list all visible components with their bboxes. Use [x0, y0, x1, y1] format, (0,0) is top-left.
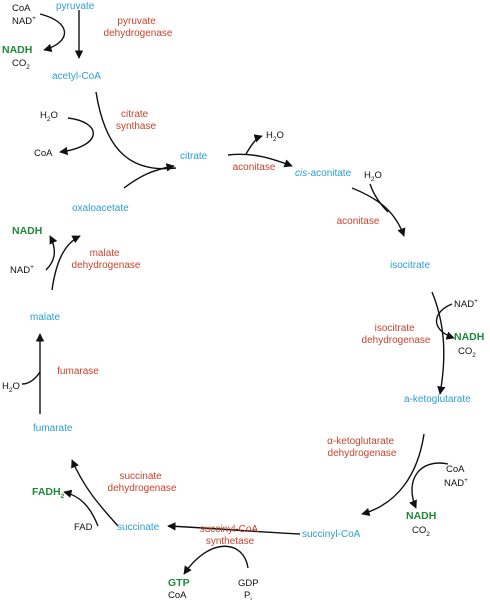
- cofactor-nad-akgdh: NAD+: [444, 477, 468, 489]
- metabolite-citrate: citrate: [180, 151, 208, 162]
- cofactor-gdp: GDP: [238, 578, 259, 589]
- arrow-succinyl-coa-synthetase-cofactors: [183, 545, 249, 575]
- arrow-malate-dh-cofactors: [45, 235, 58, 271]
- enzyme-a-ketoglutarate-dehydrogenase: α-ketoglutarate dehydrogenase: [327, 436, 397, 459]
- cofactor-h2o-aconitase-2: H2O: [364, 170, 382, 183]
- arrow-aconitase-h2o-in: [369, 183, 389, 213]
- cofactor-labels: CoA NAD+ NADH CO2 H2O CoA H2O H2O NAD+ N…: [2, 3, 484, 600]
- reaction-arrows: [21, 10, 455, 575]
- enzyme-succinate-dehydrogenase: succinate dehydrogenase: [108, 471, 177, 494]
- cofactor-nadh-mdh: NADH: [12, 225, 42, 237]
- arrow-citrate-synthase-main: [95, 91, 177, 170]
- arrow-citrate-to-cis-aconitate: [227, 153, 293, 168]
- arrow-isocitrate-to-a-ketoglutarate: [431, 291, 446, 395]
- arrow-a-ketoglutarate-to-succinyl-coa: [361, 433, 425, 517]
- cofactor-co2-pdh: CO2: [12, 58, 30, 71]
- arrow-aconitase-h2o-out: [245, 134, 263, 155]
- enzyme-succinyl-coa-synthetase: succinyl-CoA synthetase: [200, 524, 261, 547]
- cofactor-coa-pdh: CoA: [12, 3, 31, 14]
- metabolite-fumarate: fumarate: [33, 423, 73, 434]
- cofactor-co2-akgdh: CO2: [412, 525, 430, 538]
- cofactor-h2o-aconitase-1: H2O: [266, 130, 284, 143]
- cofactor-h2o-fumarase: H2O: [2, 381, 20, 394]
- cofactor-nad-mdh: NAD+: [10, 264, 34, 276]
- metabolite-cis-aconitate: cis-aconitate: [295, 168, 352, 179]
- metabolite-succinyl-coa: succinyl-CoA: [302, 529, 361, 540]
- metabolite-isocitrate: isocitrate: [390, 260, 430, 271]
- cofactor-coa-scs: CoA: [168, 590, 187, 600]
- metabolite-a-ketoglutarate: a-ketoglutarate: [404, 394, 471, 405]
- arrow-oxaloacetate-to-citrate: [123, 163, 175, 189]
- cofactor-co2-icdh: CO2: [458, 346, 476, 359]
- enzyme-isocitrate-dehydrogenase: isocitrate dehydrogenase: [362, 323, 431, 346]
- arrow-fumarase-h2o: [21, 371, 41, 385]
- arrow-citrate-synthase-cofactors: [59, 117, 94, 156]
- cofactor-gtp: GTP: [168, 577, 190, 589]
- metabolite-labels: pyruvate acetyl-CoA citrate cis-aconitat…: [30, 1, 471, 540]
- arrow-succinate-to-fumarate: [71, 459, 119, 527]
- metabolite-pyruvate: pyruvate: [56, 1, 95, 12]
- cofactor-coa-akgdh: CoA: [446, 464, 465, 475]
- metabolite-succinate: succinate: [117, 522, 160, 533]
- enzyme-citrate-synthase: citrate synthase: [116, 109, 156, 132]
- enzyme-pyruvate-dehydrogenase: pyruvate dehydrogenase: [104, 16, 173, 39]
- arrow-malate-to-oxaloacetate: [51, 235, 81, 291]
- cofactor-nad-icdh: NAD+: [454, 298, 478, 310]
- enzyme-fumarase: fumarase: [57, 366, 99, 377]
- arrow-cis-aconitate-to-isocitrate: [351, 187, 406, 237]
- metabolite-malate: malate: [30, 312, 60, 323]
- cofactor-nadh-akgdh: NADH: [406, 510, 436, 522]
- enzyme-malate-dehydrogenase: malate dehydrogenase: [72, 248, 141, 271]
- arrow-pyruvate-dh-cofactors: [39, 13, 66, 52]
- enzyme-labels: pyruvate dehydrogenase citrate synthase …: [57, 16, 431, 547]
- metabolite-oxaloacetate: oxaloacetate: [72, 203, 129, 214]
- cofactor-coa-cs: CoA: [34, 148, 53, 159]
- cofactor-nadh-pdh: NADH: [2, 44, 32, 56]
- cofactor-pi: Pi: [244, 590, 252, 600]
- cofactor-nadh-icdh: NADH: [454, 331, 484, 343]
- cofactor-fadh2: FADH2: [32, 486, 65, 500]
- arrow-succinate-dh-cofactors: [63, 489, 99, 527]
- arrow-akg-dh-cofactors: [409, 462, 449, 509]
- cofactor-nad-pdh: NAD+: [12, 15, 36, 27]
- enzyme-aconitase-2: aconitase: [337, 216, 380, 227]
- enzyme-aconitase-1: aconitase: [233, 162, 276, 173]
- cofactor-fad: FAD: [74, 522, 93, 533]
- metabolite-acetyl-coa: acetyl-CoA: [52, 71, 101, 82]
- arrow-isocitrate-dh-cofactors: [436, 303, 455, 340]
- arrow-succinyl-coa-to-succinate: [167, 522, 301, 535]
- cofactor-h2o-cs: H2O: [40, 110, 58, 123]
